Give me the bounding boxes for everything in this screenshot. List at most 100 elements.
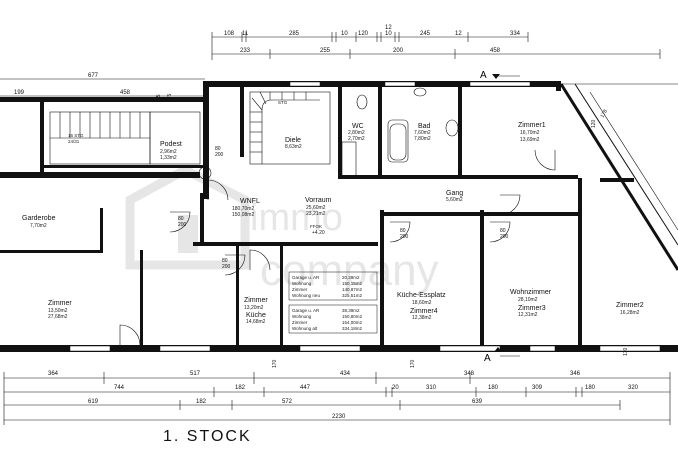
top-dimension-labels: 108 11 285 10 120 12 10 245 12 334 233 2… — [14, 25, 521, 102]
table-row: 325,51m2 — [342, 293, 363, 298]
dim-label: 178 — [600, 109, 609, 119]
room-area: 16,70m2 — [520, 130, 540, 136]
dim-label: 346 — [570, 371, 581, 377]
dim-label: 310 — [426, 385, 437, 391]
room-area: 8,63m2 — [285, 144, 302, 150]
room-label: WC — [352, 123, 364, 130]
room-area: 2,96m2 — [160, 149, 177, 155]
watermark-line1: immo — [250, 197, 343, 239]
dim-label: 744 — [114, 385, 125, 391]
dim-label: 12 — [385, 25, 392, 31]
area-table-1: Garage u. AR 20,39m2 Wohnung 150,15m2 Zi… — [288, 271, 378, 301]
dim-label: 348 — [464, 371, 475, 377]
section-arrow-top-icon — [492, 74, 500, 79]
room-label: Zimmer — [48, 300, 72, 307]
room-area: 7,70m2 — [30, 223, 47, 229]
table-row: 150,80m2 — [342, 314, 363, 319]
dim-label: 180 — [488, 385, 499, 391]
table-row: 154,00m2 — [342, 320, 363, 325]
dim-label: 10 — [385, 31, 392, 37]
dim-label: 309 — [532, 385, 543, 391]
room-label: Bad — [418, 123, 431, 130]
dim-label: 447 — [300, 385, 311, 391]
dim-label: 2230 — [332, 414, 346, 420]
dim-label: 200 — [393, 48, 404, 54]
room-label: Zimmer3 — [518, 305, 546, 312]
angled-facade — [559, 83, 678, 271]
dim-label: 108 — [224, 31, 235, 37]
room-area: 2,80m2 — [348, 130, 365, 136]
room-area: 25,60m2 — [306, 205, 326, 211]
room-label: STG — [278, 100, 288, 105]
table-row: 38,39m2 — [342, 308, 360, 313]
dim-label: 11 — [242, 31, 249, 37]
room-area: 5,60m2 — [446, 197, 463, 203]
room-label: WNFL — [240, 198, 260, 205]
dim-label: 255 — [320, 48, 331, 54]
dim-label: 517 — [190, 371, 201, 377]
dim-label: 12 — [455, 31, 462, 37]
room-area: 7,60m2 — [414, 130, 431, 136]
table-row: Wohnung — [292, 281, 312, 286]
staircase-spiral — [249, 91, 331, 165]
dim-label: 434 — [340, 371, 351, 377]
room-labels: 16 STG 24/31 Podest 2,96m2 1,33m2 STG Di… — [22, 100, 644, 325]
section-arrow-bottom-icon — [494, 347, 502, 352]
room-label: 16 STG — [68, 133, 84, 138]
inner-walls — [0, 81, 634, 345]
dim-label: 619 — [88, 399, 99, 405]
dim-label: 245 — [420, 31, 431, 37]
dim-label: 80 — [400, 228, 406, 234]
room-area: 16,28m2 — [620, 310, 640, 316]
table-row: Zimmer — [292, 287, 308, 292]
dim-label: 10 — [341, 31, 348, 37]
room-label: Wohnzimmer — [510, 289, 552, 296]
room-area: 12,38m2 — [412, 315, 432, 321]
doors — [119, 149, 556, 346]
watermark-line2: company — [260, 246, 439, 295]
room-label: Küche — [246, 312, 266, 319]
room-label: Zimmer1 — [518, 122, 546, 129]
dim-label: 20 — [392, 385, 399, 391]
dim-label: 200 — [222, 264, 231, 270]
room-label: Diele — [285, 137, 301, 144]
dim-label: 200 — [500, 234, 509, 240]
dim-label: 572 — [282, 399, 293, 405]
dim-label: 80 — [178, 216, 184, 222]
dim-label: 233 — [240, 48, 251, 54]
ffok-value: +4.20 — [312, 230, 325, 236]
table-row: Garage u. AR — [292, 275, 320, 280]
room-area: 150,08m2 — [232, 212, 254, 218]
dim-label: 180 — [585, 385, 596, 391]
table-row: 140,87m2 — [342, 287, 363, 292]
area-table-2: Garage u. AR 38,39m2 Wohnung 150,80m2 Zi… — [288, 304, 378, 334]
dim-label: 170 — [410, 359, 416, 368]
dim-label: 200 — [400, 234, 409, 240]
room-area: 2,70m2 — [348, 136, 365, 142]
dim-label: 458 — [120, 90, 131, 96]
dim-label: 80 — [500, 228, 506, 234]
dim-label: 170 — [272, 359, 278, 368]
top-dimensions — [0, 32, 661, 97]
room-area: 13,69m2 — [520, 137, 540, 143]
dim-label: 334 — [510, 31, 521, 37]
room-area: 14,68m2 — [246, 319, 266, 325]
dim-label: 458 — [490, 48, 501, 54]
table-row: Wohnung alt — [292, 326, 318, 331]
dim-label: 182 — [196, 399, 207, 405]
room-area: 18,60m2 — [412, 300, 432, 306]
windows — [69, 81, 661, 352]
dim-label: 639 — [472, 399, 483, 405]
dim-label: 182 — [235, 385, 246, 391]
dim-label: 80 — [215, 146, 221, 152]
table-row: 20,39m2 — [342, 275, 360, 280]
room-label: Zimmer — [244, 297, 268, 304]
dim-label: 320 — [628, 385, 639, 391]
table-row: Wohnung — [292, 314, 312, 319]
room-area: 27,68m2 — [48, 314, 68, 320]
watermark: immo company — [125, 164, 439, 295]
floor-caption: 1. STOCK — [163, 428, 252, 445]
room-label: Podest — [160, 141, 182, 148]
table-row: Zimmer — [292, 320, 308, 325]
